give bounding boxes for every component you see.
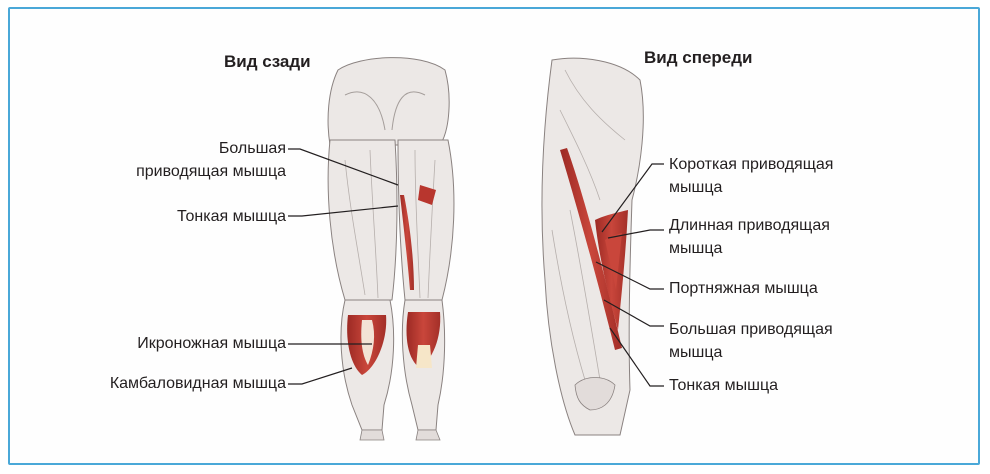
label-gastrocnemius: Икроножная мышца <box>40 334 286 354</box>
front-view-leg <box>542 58 643 435</box>
back-view-heading: Вид сзади <box>224 52 311 72</box>
label-adductor-longus-2: мышца <box>669 239 722 259</box>
label-adductor-magnus-back-2: приводящая мышца <box>50 162 286 182</box>
label-adductor-brevis-1: Короткая приводящая <box>669 155 833 175</box>
label-adductor-magnus-front-2: мышца <box>669 343 722 363</box>
label-gracilis-back: Тонкая мышца <box>100 207 286 227</box>
front-view-heading: Вид спереди <box>644 48 753 68</box>
label-adductor-brevis-2: мышца <box>669 178 722 198</box>
label-adductor-magnus-back-1: Большая <box>150 139 286 159</box>
label-adductor-magnus-front-1: Большая приводящая <box>669 320 833 340</box>
label-soleus: Камбаловидная мышца <box>20 374 286 394</box>
label-sartorius: Портняжная мышца <box>669 279 818 299</box>
label-gracilis-front: Тонкая мышца <box>669 376 778 396</box>
label-adductor-longus-1: Длинная приводящая <box>669 216 830 236</box>
back-view-legs <box>328 58 454 440</box>
